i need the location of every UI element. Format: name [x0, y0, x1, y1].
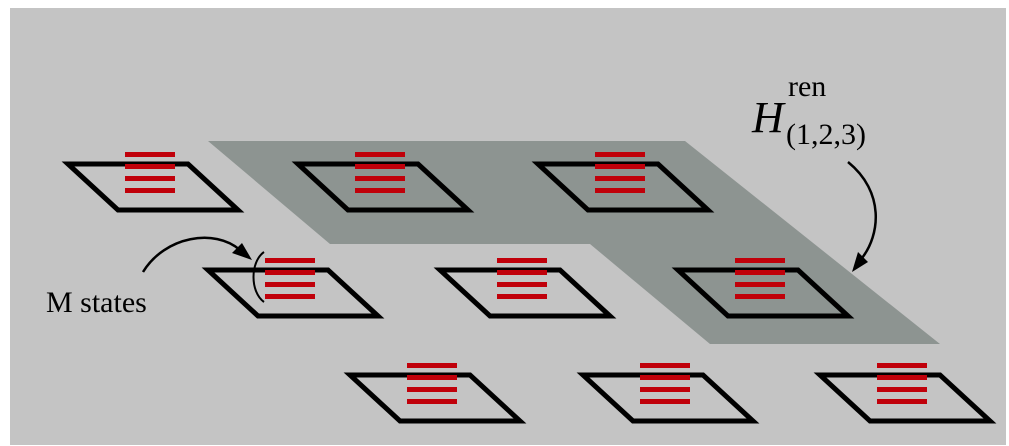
m-states-arrow-curve	[141, 236, 241, 273]
energy-level	[497, 258, 547, 263]
lattice-site	[531, 152, 715, 213]
energy-level	[265, 270, 315, 275]
energy-level	[877, 375, 927, 380]
energy-level	[407, 363, 457, 368]
lattice-site	[61, 152, 245, 213]
lattice-site	[671, 258, 855, 319]
hamiltonian-arrow-curve	[847, 161, 878, 259]
energy-level	[595, 152, 645, 157]
energy-level	[877, 399, 927, 404]
energy-level	[735, 258, 785, 263]
hamiltonian-subscript: (1,2,3)	[786, 118, 866, 151]
lattice-site	[291, 152, 475, 213]
energy-level	[125, 176, 175, 181]
hamiltonian-label: H ren (1,2,3)	[751, 70, 866, 151]
energy-level	[407, 399, 457, 404]
m-states-arrowhead	[232, 243, 252, 260]
hamiltonian-arrowhead	[852, 252, 868, 272]
energy-level	[355, 176, 405, 181]
lattice-site	[343, 363, 527, 424]
energy-level	[125, 188, 175, 193]
energy-level	[125, 164, 175, 169]
lattice-site	[433, 258, 617, 319]
lattice-sites	[61, 152, 997, 424]
energy-level	[497, 270, 547, 275]
energy-level	[407, 375, 457, 380]
energy-level	[640, 375, 690, 380]
energy-level	[877, 387, 927, 392]
energy-level	[355, 152, 405, 157]
energy-level	[407, 387, 457, 392]
lattice-site	[813, 363, 997, 424]
hamiltonian-arrow	[847, 161, 878, 259]
energy-level	[735, 282, 785, 287]
m-states-brace	[252, 251, 265, 303]
energy-level	[497, 294, 547, 299]
energy-level	[125, 152, 175, 157]
energy-level	[497, 282, 547, 287]
energy-level	[640, 387, 690, 392]
energy-level	[265, 294, 315, 299]
m-states-label: M states	[46, 286, 147, 319]
hamiltonian-superscript: ren	[788, 70, 826, 103]
energy-level	[595, 188, 645, 193]
lattice-site	[576, 363, 760, 424]
energy-level	[640, 363, 690, 368]
lattice-site	[201, 258, 385, 319]
energy-level	[595, 164, 645, 169]
energy-level	[735, 294, 785, 299]
energy-level	[877, 363, 927, 368]
energy-level	[355, 188, 405, 193]
hamiltonian-symbol: H	[751, 93, 786, 142]
energy-level	[735, 270, 785, 275]
energy-level	[265, 258, 315, 263]
energy-level	[355, 164, 405, 169]
energy-level	[595, 176, 645, 181]
energy-level	[640, 399, 690, 404]
energy-level	[265, 282, 315, 287]
